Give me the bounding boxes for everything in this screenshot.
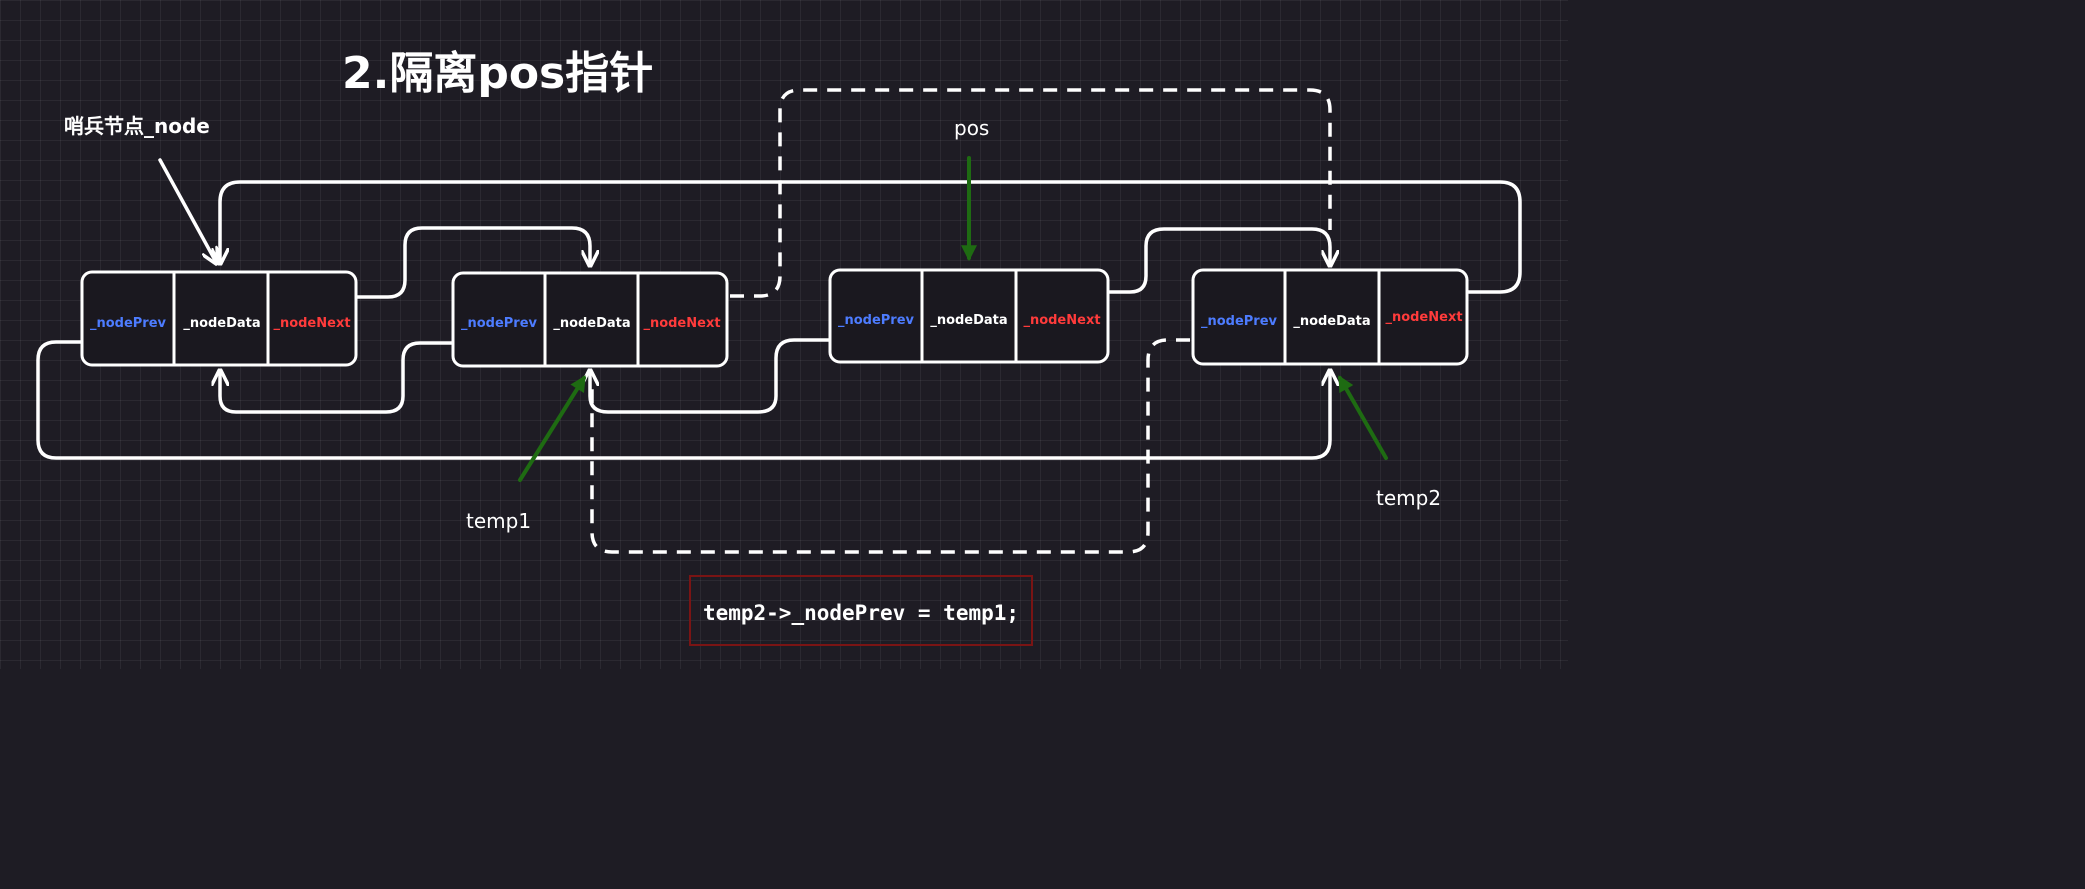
link-node2-prev-to-node1 <box>220 341 455 414</box>
pos-isolation-dashed-bottom <box>590 338 1190 554</box>
temp2-pointer-arrow <box>1338 375 1388 460</box>
pos-node: _nodePrev _nodeData _nodeNext <box>828 268 1110 364</box>
pos-isolation-dashed-top <box>730 88 1332 298</box>
code-box <box>689 575 1033 646</box>
sentinel-arrow <box>158 158 216 262</box>
node2-data-field: _nodeData <box>553 316 630 331</box>
temp2-node: _nodePrev _nodeData _nodeNext <box>1191 268 1469 366</box>
temp2-label: temp2 <box>1376 486 1441 510</box>
code-statement: temp2->_nodePrev = temp1; <box>703 601 1019 625</box>
temp1-node: _nodePrev _nodeData _nodeNext <box>451 271 729 368</box>
sentinel-label: 哨兵节点_node <box>64 114 210 138</box>
node1-next-field: _nodeNext <box>273 316 350 331</box>
node2-prev-field: _nodePrev <box>461 316 538 331</box>
node4-next-field: _nodeNext <box>1385 310 1462 325</box>
node2-next-field: _nodeNext <box>643 316 720 331</box>
link-tail-next-to-sentinel <box>220 180 1522 294</box>
node4-data-field: _nodeData <box>1293 314 1370 329</box>
node1-prev-field: _nodePrev <box>90 316 167 331</box>
link-sentinel-prev-to-tail <box>36 340 1330 460</box>
pos-label: pos <box>954 116 989 140</box>
link-pos-next-to-node4 <box>1108 227 1330 294</box>
node3-data-field: _nodeData <box>930 313 1007 328</box>
node4-prev-field: _nodePrev <box>1201 314 1278 329</box>
node1-data-field: _nodeData <box>183 316 260 331</box>
diagram-title: 2.隔离pos指针 <box>342 48 653 99</box>
link-pos-prev-to-node2 <box>590 338 832 414</box>
node3-prev-field: _nodePrev <box>838 313 915 328</box>
temp1-pointer-arrow <box>518 375 586 482</box>
diagram-canvas: 2.隔离pos指针 哨兵节点_node _nodePrev _nodeData … <box>0 0 1568 669</box>
linked-list-diagram: 2.隔离pos指针 哨兵节点_node _nodePrev _nodeData … <box>36 48 1522 646</box>
link-node1-next-to-node2 <box>355 226 590 299</box>
sentinel-node: _nodePrev _nodeData _nodeNext <box>80 270 358 367</box>
node3-next-field: _nodeNext <box>1023 313 1100 328</box>
temp1-label: temp1 <box>466 509 531 533</box>
